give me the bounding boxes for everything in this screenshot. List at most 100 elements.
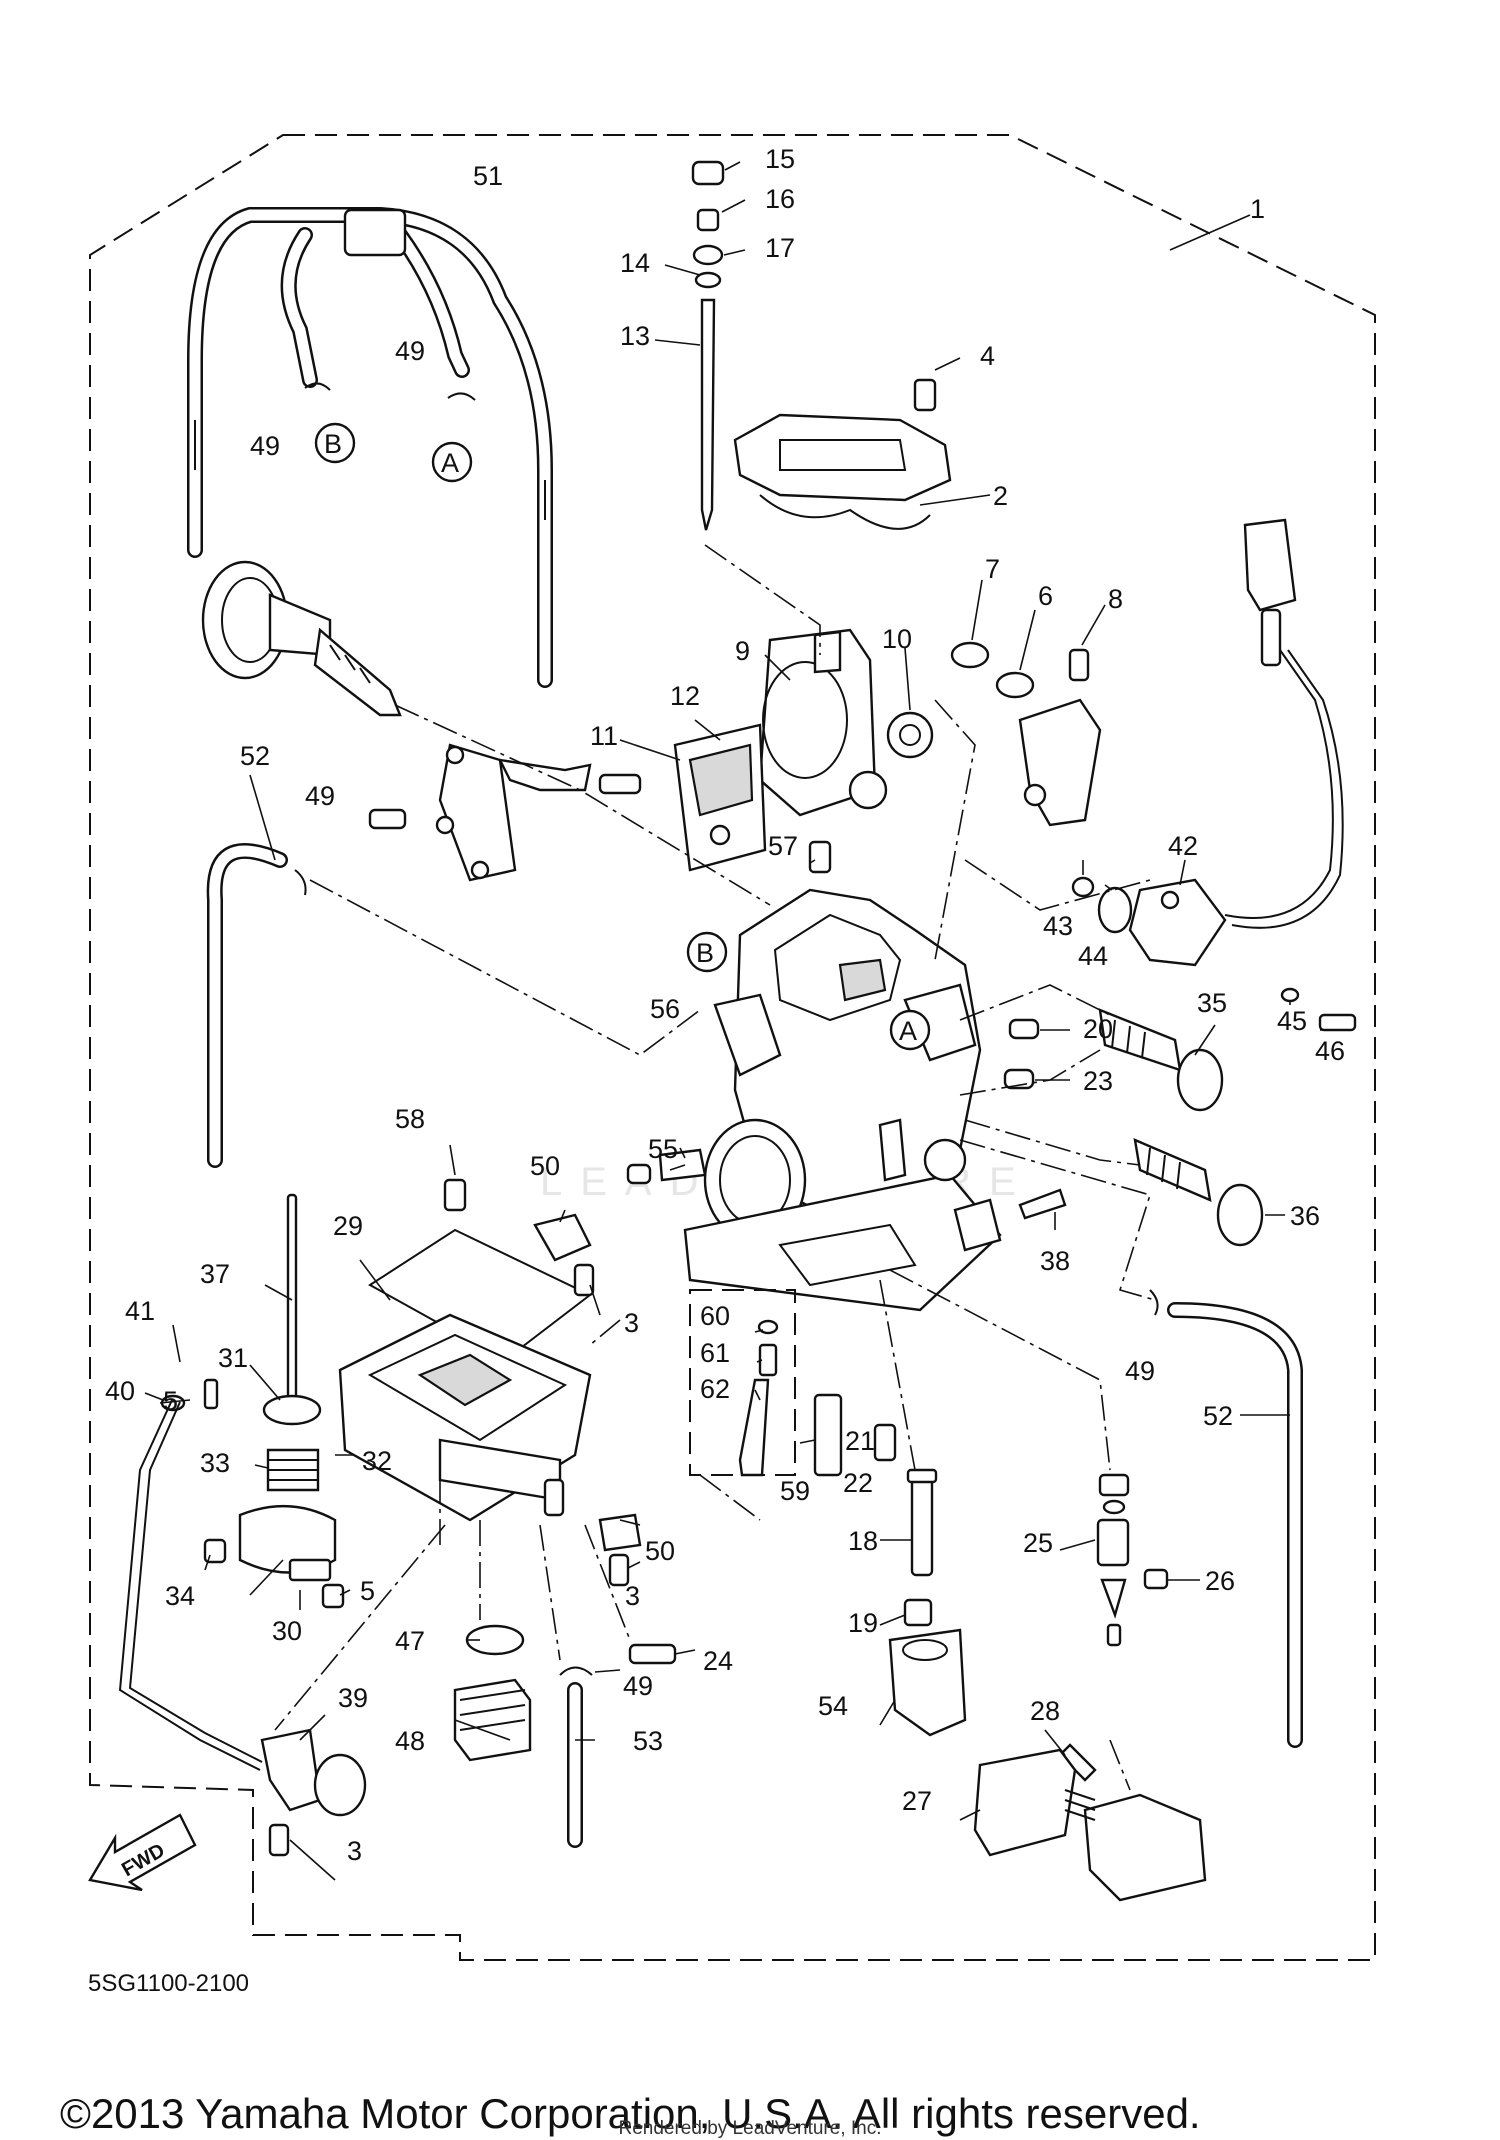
hose-52-right (1167, 1302, 1303, 1748)
leader-lines (144, 161, 1335, 1881)
hose-52-left (206, 843, 288, 1168)
carburetor-body (683, 888, 1002, 1312)
ref-a-body: A (899, 1016, 917, 1046)
callout-44: 44 (1078, 941, 1108, 971)
hose-clips-49 (294, 382, 1159, 1316)
callout-1: 1 (1250, 194, 1265, 224)
callout-4: 4 (980, 341, 995, 371)
callout-37: 37 (200, 1259, 230, 1289)
callout-52b: 52 (1203, 1401, 1233, 1431)
callout-55: 55 (648, 1134, 678, 1164)
adjuster-36 (1133, 1138, 1264, 1247)
top-cover-2 (733, 378, 952, 530)
drain-plug-48 (453, 1624, 532, 1762)
ref-b-top: B (324, 429, 342, 459)
callout-18: 18 (848, 1526, 878, 1556)
callout-56: 56 (650, 994, 680, 1024)
callout-16: 16 (765, 184, 795, 214)
callout-39: 39 (338, 1683, 368, 1713)
callout-58: 58 (395, 1104, 425, 1134)
callout-49a: 49 (250, 431, 280, 461)
throttle-sensor-42 (1071, 518, 1357, 1032)
lead-lines (274, 544, 1156, 1791)
callout-49e: 49 (623, 1671, 653, 1701)
callout-11: 11 (590, 721, 618, 751)
callout-53: 53 (633, 1726, 663, 1756)
needle-stack (691, 160, 725, 531)
accelerator-pump (160, 1193, 345, 1609)
ref-b-body: B (696, 938, 714, 968)
callout-10: 10 (882, 624, 912, 654)
callout-61: 61 (700, 1338, 730, 1368)
callout-32: 32 (362, 1446, 392, 1476)
callout-14: 14 (620, 248, 650, 278)
callout-49d: 49 (1125, 1356, 1155, 1386)
callout-25: 25 (1023, 1528, 1053, 1558)
callout-49c: 49 (305, 781, 335, 811)
callout-3b: 3 (625, 1581, 640, 1611)
callout-26: 26 (1205, 1566, 1235, 1596)
callout-47: 47 (395, 1626, 425, 1656)
callout-36: 36 (1290, 1201, 1320, 1231)
callout-42: 42 (1168, 831, 1198, 861)
callout-9: 9 (735, 636, 750, 666)
callout-41: 41 (125, 1296, 155, 1326)
callout-57: 57 (768, 831, 798, 861)
connector-27 (973, 1743, 1207, 1902)
callout-28: 28 (1030, 1696, 1060, 1726)
callout-45: 45 (1277, 1006, 1307, 1036)
ref-markers: B A B A (314, 422, 931, 1051)
callout-20: 20 (1083, 1014, 1113, 1044)
hose-51 (187, 207, 553, 688)
callout-2: 2 (993, 481, 1008, 511)
callout-50a: 50 (530, 1151, 560, 1181)
adjuster-35 (1098, 1008, 1224, 1112)
callout-13: 13 (620, 321, 650, 351)
cable-bracket (368, 743, 642, 882)
callout-33: 33 (200, 1448, 230, 1478)
ref-a-top: A (441, 448, 459, 478)
callout-27: 27 (902, 1786, 932, 1816)
callout-62: 62 (700, 1374, 730, 1404)
callout-35: 35 (1197, 988, 1227, 1018)
callout-40: 40 (105, 1376, 135, 1406)
callout-31: 31 (218, 1343, 248, 1373)
callout-48: 48 (395, 1726, 425, 1756)
fwd-arrow: FWD (88, 1813, 197, 1892)
callout-46: 46 (1315, 1036, 1345, 1066)
callout-12: 12 (670, 681, 700, 711)
throttle-pulley (201, 560, 402, 717)
callout-52a: 52 (240, 741, 270, 771)
callout-29: 29 (333, 1211, 363, 1241)
callout-6: 6 (1038, 581, 1053, 611)
callout-54: 54 (818, 1691, 848, 1721)
callout-15: 15 (765, 144, 795, 174)
callout-5b: 5 (360, 1576, 375, 1606)
rendered-by-text: Rendered by LeadVenture, Inc. (618, 2118, 882, 2139)
callout-labels: 1 2 3 3 3 4 5 5 6 7 8 9 10 11 12 13 14 1… (105, 144, 1345, 1866)
callout-21: 21 (845, 1426, 875, 1456)
callout-3a: 3 (624, 1308, 639, 1338)
callout-59: 59 (780, 1476, 810, 1506)
callout-17: 17 (765, 233, 795, 263)
screw-24 (628, 1643, 677, 1665)
callout-34: 34 (165, 1581, 195, 1611)
pilot-screw-25 (1096, 1473, 1169, 1647)
callout-30: 30 (272, 1616, 302, 1646)
float-chamber-29 (338, 1213, 642, 1587)
choke-cable-39 (118, 1399, 367, 1857)
jets (689, 1289, 967, 1737)
callout-38: 38 (1040, 1246, 1070, 1276)
callout-24: 24 (703, 1646, 733, 1676)
callout-23: 23 (1083, 1066, 1113, 1096)
callout-7: 7 (985, 554, 1000, 584)
callout-43: 43 (1043, 911, 1073, 941)
callout-3c: 3 (347, 1836, 362, 1866)
throttle-valve-9 (758, 628, 934, 817)
callout-50b: 50 (645, 1536, 675, 1566)
valve-plate-12 (673, 723, 767, 872)
assembly-boundary (89, 134, 1376, 1961)
lever-assembly (950, 641, 1102, 827)
hose-53 (559, 1666, 593, 1848)
